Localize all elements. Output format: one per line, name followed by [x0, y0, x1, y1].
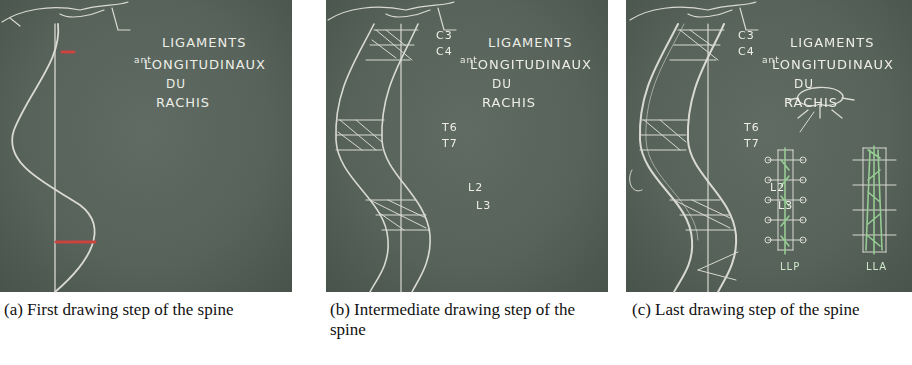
- chalk-label: L3: [778, 200, 793, 211]
- chalk-label: L3: [476, 200, 491, 211]
- chalk-label: LLP: [780, 262, 800, 272]
- chalk-label: LLA: [866, 262, 887, 272]
- chalkboard-photo: [0, 0, 292, 292]
- chalk-label: C4: [436, 46, 453, 57]
- chalk-label: LONGITUDINAUX: [470, 58, 592, 71]
- chalk-label: L2: [468, 182, 483, 193]
- subfigure-caption: (a) First drawing step of the spine: [4, 300, 290, 320]
- subfigure-caption: (c) Last drawing step of the spine: [632, 300, 908, 320]
- chalk-label: LONGITUDINAUX: [144, 58, 266, 71]
- chalk-label: RACHIS: [482, 96, 536, 109]
- chalk-label: LIGAMENTS: [162, 36, 246, 49]
- chalk-label: T6: [744, 122, 760, 133]
- chalk-label: LIGAMENTS: [488, 36, 572, 49]
- chalk-label: T7: [442, 138, 458, 149]
- chalk-label: C3: [436, 30, 453, 41]
- chalk-label: L2: [770, 182, 785, 193]
- subfigure-caption: (b) Intermediate drawing step of the spi…: [330, 300, 606, 341]
- chalk-label: RACHIS: [784, 96, 838, 109]
- chalk-label: DU: [166, 78, 186, 90]
- chalk-label: DU: [794, 78, 814, 90]
- chalk-label: RACHIS: [156, 96, 210, 109]
- chalk-label: DU: [492, 78, 512, 90]
- chalk-label: C3: [738, 30, 755, 41]
- chalk-label: LIGAMENTS: [790, 36, 874, 49]
- chalk-label: T7: [744, 138, 760, 149]
- chalk-label: LONGITUDINAUX: [772, 58, 894, 71]
- chalk-label: C4: [738, 46, 755, 57]
- chalk-label: T6: [442, 122, 458, 133]
